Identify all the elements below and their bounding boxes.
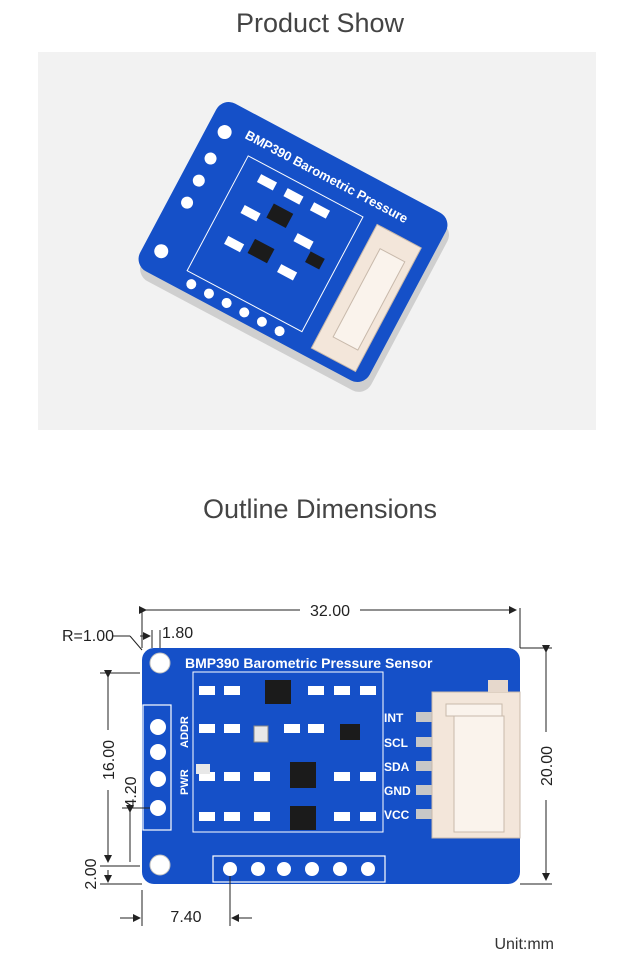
dim-hole-pitch: 4.20 [123,776,140,807]
outline-diagram: BMP390 Barometric Pressure Sensor ADDR P… [0,560,640,966]
product-show-heading: Product Show [235,8,405,38]
dim-width: 32.00 [310,603,350,620]
pin-label-gnd: GND [384,784,411,798]
pin-label-scl: SCL [384,736,408,750]
product-photo: BMP390 Barometric Pressure [38,52,596,430]
board-title: BMP390 Barometric Pressure Sensor [185,655,433,671]
pin-label-int: INT [384,711,404,725]
pin-label-sda: SDA [384,760,410,774]
dim-hole-edge: 2.00 [83,858,100,889]
addr-label: ADDR [179,716,191,748]
pcb-outline [142,648,520,884]
dim-header-offset: 7.40 [170,909,201,926]
outline-dimensions-heading: Outline Dimensions [202,494,438,524]
dim-hole-span: 16.00 [101,740,118,780]
unit-label: Unit:mm [494,936,554,953]
pwr-label: PWR [179,769,191,795]
dim-height: 20.00 [539,746,556,786]
dim-corner-radius: R=1.00 [62,628,114,645]
dim-hole-offset: 1.80 [162,625,193,642]
pin-label-vcc: VCC [384,808,410,822]
